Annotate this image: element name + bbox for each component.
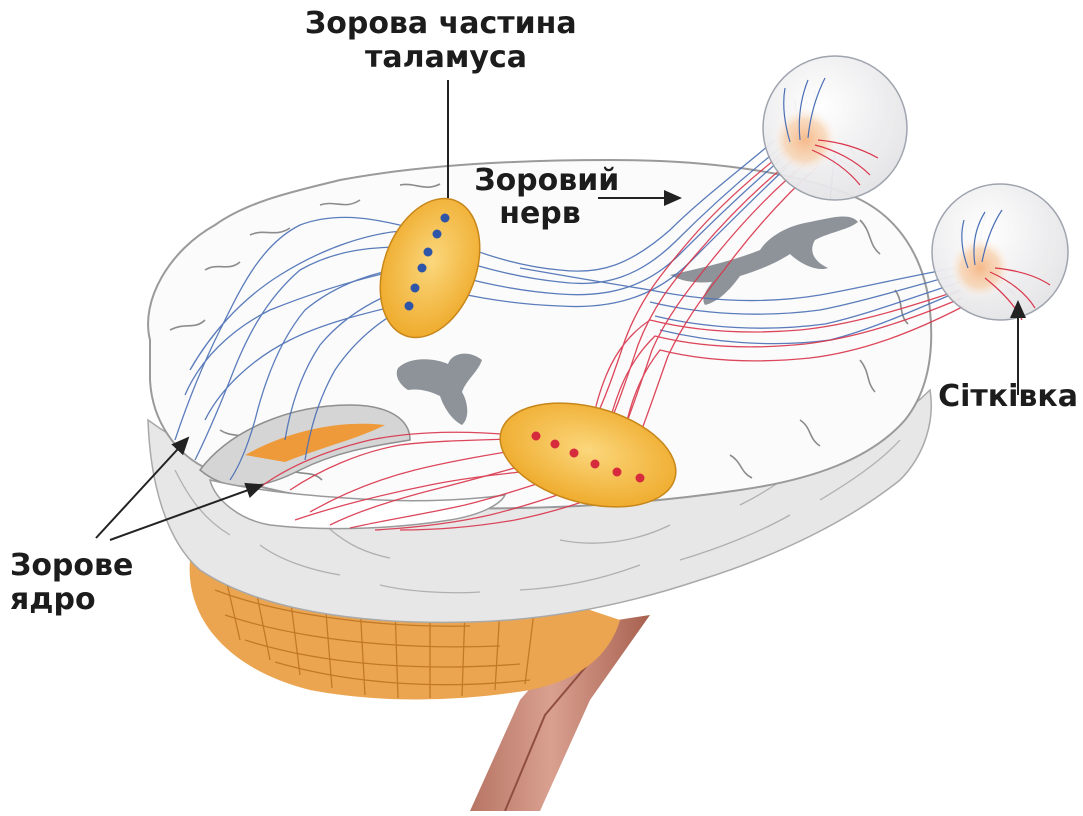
optic-nerve-label-line-1: Зоровий — [474, 163, 619, 198]
left-eye — [763, 56, 907, 200]
thalamus-label-line-1: Зорова частина — [305, 6, 577, 41]
visual-cortex-label-line-1: Зорове — [10, 548, 133, 583]
thalamus-label: Зорова частина таламуса — [305, 6, 587, 75]
retina-label: Сітківка — [938, 379, 1078, 414]
visual-cortex-label-line-2: ядро — [10, 582, 96, 617]
retina-label-line-1: Сітківка — [938, 379, 1078, 414]
visual-cortex-label: Зорове ядро — [10, 548, 144, 617]
thalamus-label-line-2: таламуса — [365, 40, 527, 75]
optic-nerve-label-line-2: нерв — [499, 196, 581, 231]
right-eye — [932, 184, 1068, 320]
